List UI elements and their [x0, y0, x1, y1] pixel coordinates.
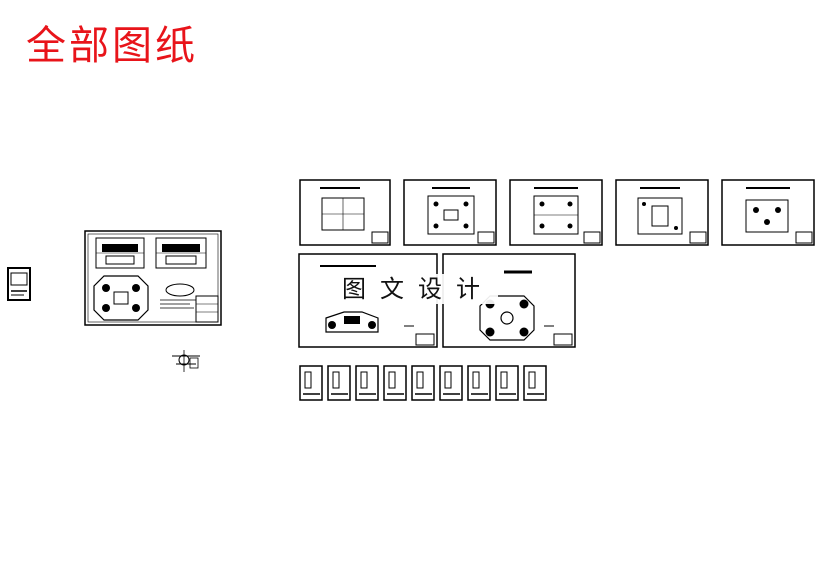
drawing-sheet-plate-2[interactable]: [403, 179, 497, 246]
drawing-sheet-assembly[interactable]: [84, 230, 222, 326]
drawing-sheet-part-2[interactable]: [327, 365, 351, 401]
drawing-sheet-part-9[interactable]: [523, 365, 547, 401]
drawing-sheet-plate-5[interactable]: [721, 179, 815, 246]
drawing-sheet-part-3[interactable]: [355, 365, 379, 401]
drawing-sheet-part-6[interactable]: [439, 365, 463, 401]
drawing-sheet-plate-4[interactable]: [615, 179, 709, 246]
detail-part-fragment: [172, 350, 200, 372]
drawing-sheet-small-left[interactable]: [7, 267, 31, 301]
drawing-sheet-part-7[interactable]: [467, 365, 491, 401]
drawing-sheet-part-4[interactable]: [383, 365, 407, 401]
page-title: 全部图纸: [26, 23, 198, 69]
drawing-sheet-plate-3[interactable]: [509, 179, 603, 246]
drawing-sheet-plate-1[interactable]: [299, 179, 391, 246]
drawing-sheet-part-1[interactable]: [299, 365, 323, 401]
drawing-sheet-part-5[interactable]: [411, 365, 435, 401]
watermark-text: 图文设计: [338, 274, 498, 304]
drawing-sheet-part-8[interactable]: [495, 365, 519, 401]
